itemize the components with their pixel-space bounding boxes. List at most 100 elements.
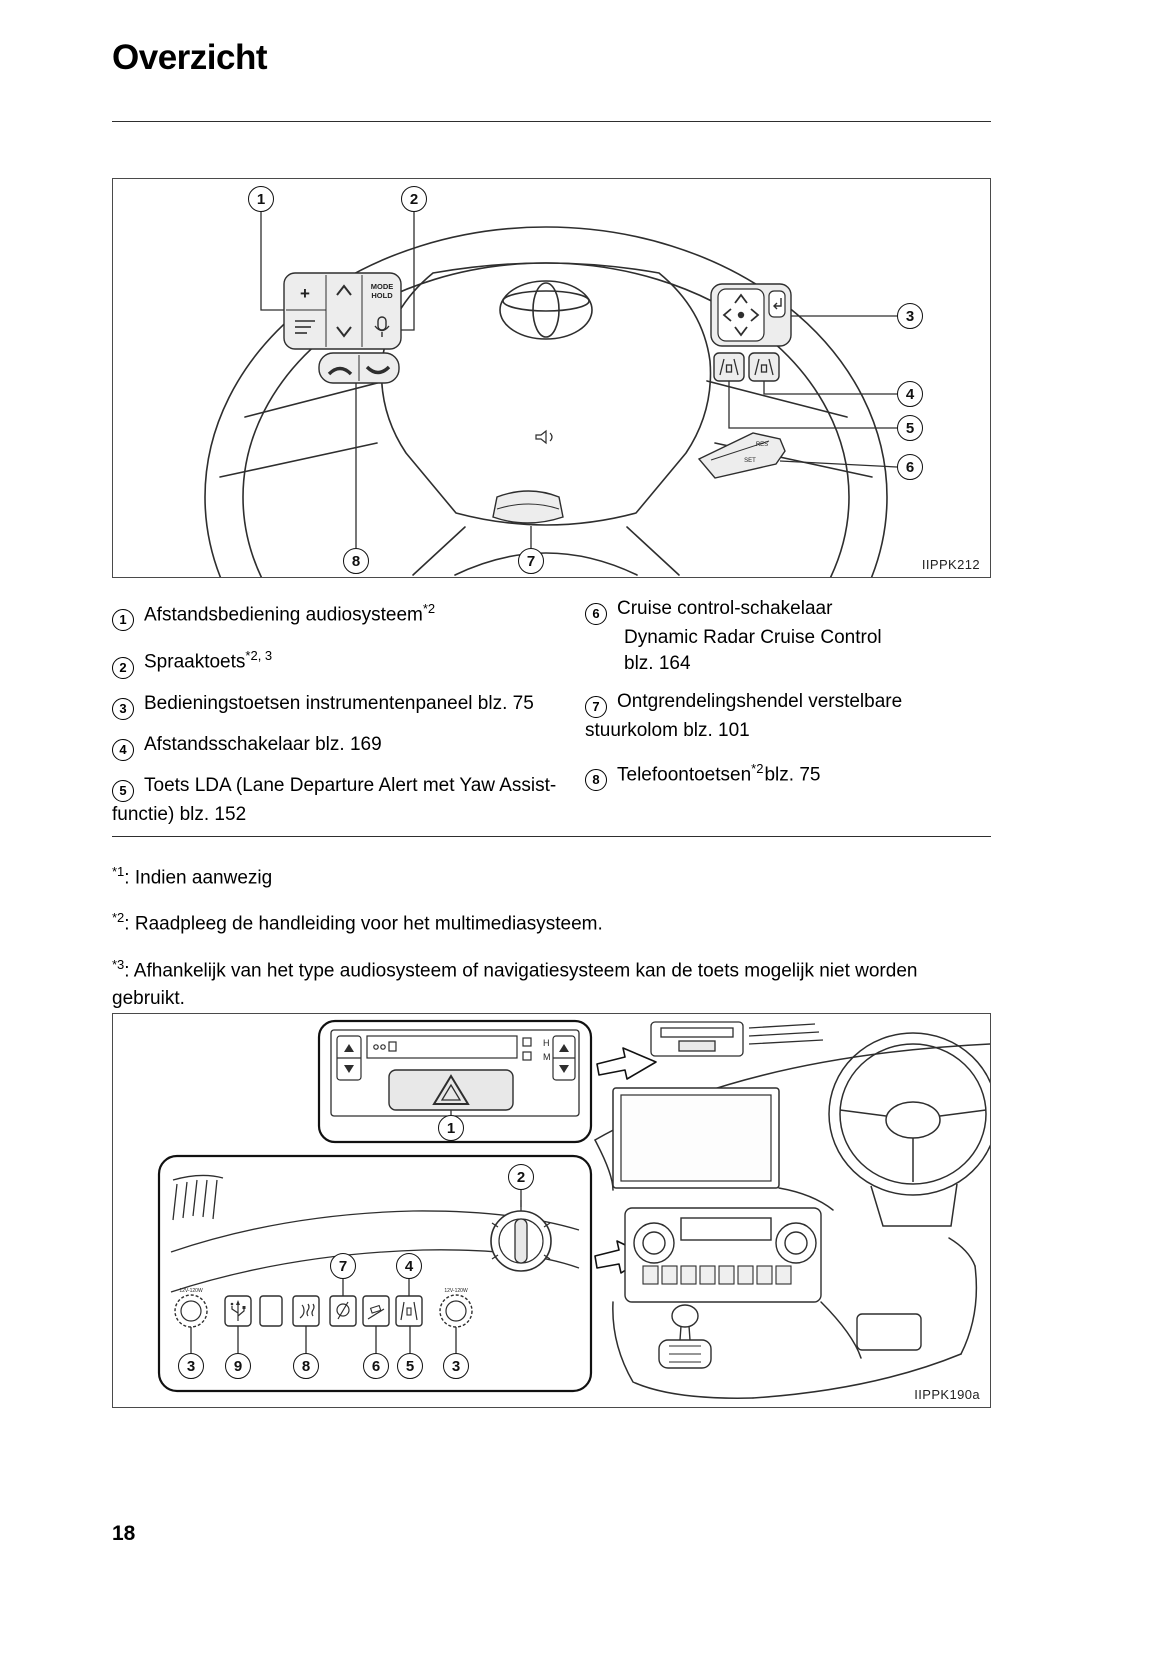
legend-text-line2: Dynamic Radar Cruise Control: [624, 627, 882, 648]
legend-number: 4: [112, 738, 134, 761]
switch-7-icon: [329, 1295, 357, 1327]
callout-7: 7: [518, 548, 544, 574]
volume-plus-label: +: [300, 284, 310, 303]
footnote-2: *2: Raadpleeg de handleiding voor het mu…: [112, 904, 991, 938]
legend-number: 2: [112, 656, 134, 679]
set-label: SET: [744, 458, 756, 464]
legend-number: 6: [585, 603, 607, 625]
heater-switch-icon: [292, 1295, 320, 1327]
dashboard-diagram: H M: [157, 1019, 990, 1399]
callout-7: 7: [330, 1253, 356, 1279]
legend-number: 7: [585, 696, 607, 718]
callout-3: 3: [897, 303, 923, 329]
arrow-down-icon: [559, 1065, 569, 1073]
phone-buttons: [318, 352, 400, 384]
callout-6: 6: [363, 1353, 389, 1379]
steering-column-lever: [492, 490, 564, 524]
callout-8: 8: [343, 548, 369, 574]
title-rule: [112, 121, 991, 122]
chevron-down-icon: [336, 326, 352, 338]
callout-4: 4: [396, 1253, 422, 1279]
chevron-up-icon: [336, 284, 352, 296]
callout-5: 5: [397, 1353, 423, 1379]
callout-5: 5: [897, 415, 923, 441]
figure-steering-wheel: + MODE HOLD: [112, 178, 991, 578]
usb-port-icon: [224, 1295, 252, 1327]
lda-icon: [754, 358, 760, 376]
socket-label: 12V-120W: [179, 1288, 203, 1294]
arrow-up-icon: [344, 1044, 354, 1052]
legend-number: 8: [585, 769, 607, 792]
hazard-panel-inset: H M: [317, 1019, 593, 1144]
footnote-text: : Indien aanwezig: [124, 867, 273, 889]
legend-text: Telefoontoetsen: [617, 764, 752, 786]
footnote-text: : Afhankelijk van het type audiosysteem …: [112, 959, 918, 1009]
footnote-3: *3: Afhankelijk van het type audiosystee…: [112, 951, 991, 1013]
dpad-right-icon: [750, 308, 760, 322]
list-icon: [295, 320, 315, 334]
footnotes: *1: Indien aanwezig *2: Raadpleeg de han…: [112, 858, 991, 1025]
footnote-sup: *2: [112, 910, 125, 926]
callout-2: 2: [508, 1164, 534, 1190]
dashboard-steering-wheel: [828, 1032, 990, 1227]
footnote-sup: *3: [112, 956, 125, 972]
legend-text: Toets LDA (Lane Departure Alert met Yaw …: [112, 774, 557, 825]
callout-leader-lines: [260, 212, 898, 548]
hold-label: HOLD: [371, 291, 393, 300]
figure-code: IIPPK212: [921, 557, 980, 572]
zoom-arrow-icons: [594, 1047, 657, 1274]
legend-number: 5: [112, 779, 134, 802]
legend-text-post: blz. 75: [764, 764, 821, 786]
mode-label: MODE: [371, 282, 394, 291]
call-answer-icon: [327, 366, 353, 376]
call-end-icon: [365, 365, 391, 375]
lane-switch-icon: [395, 1295, 423, 1327]
callout-8: 8: [293, 1353, 319, 1379]
meter-switch-buttons: [713, 352, 780, 382]
legend-text-line3: blz. 164: [624, 653, 691, 674]
page-title: Overzicht: [112, 38, 268, 77]
legend-text: Afstandsbediening audiosysteem: [144, 604, 423, 626]
callout-6: 6: [897, 454, 923, 480]
voice-command-icon: [374, 316, 390, 337]
legend-column-right: 6 Cruise control-schakelaar Dynamic Radar…: [585, 596, 991, 840]
dpad-left-icon: [722, 308, 732, 322]
steering-wheel-diagram: + MODE HOLD: [204, 212, 898, 577]
instrument-panel-buttons: [710, 283, 792, 347]
hazard-panel-location: [650, 1021, 824, 1057]
four-wheel-drive-knob: [490, 1200, 552, 1272]
legend-text: Cruise control-schakelaar: [617, 598, 833, 619]
power-socket-icon: 12V-120W: [439, 1288, 473, 1328]
cruise-control-stalk: RES SET: [697, 432, 786, 479]
hazard-button-icon: [388, 1069, 514, 1111]
callout-3b: 3: [443, 1353, 469, 1379]
arrow-up-icon: [559, 1044, 569, 1052]
minute-label: M: [543, 1052, 551, 1062]
figure-dashboard: H M: [112, 1013, 991, 1408]
callout-1: 1: [248, 186, 274, 212]
power-socket-icon: 12V-120W: [174, 1288, 208, 1328]
footnote-sup: *1: [112, 864, 125, 879]
callout-3: 3: [178, 1353, 204, 1379]
horn-icon: [535, 429, 553, 445]
figure-code: IIPPK190a: [914, 1387, 980, 1402]
gear-shifter: [658, 1304, 712, 1369]
arrow-down-icon: [344, 1065, 354, 1073]
back-arrow-icon: [773, 298, 782, 310]
legend-text: Bedieningstoetsen instrumentenpaneel blz…: [144, 692, 534, 714]
toyota-logo-icon: [499, 280, 593, 340]
callout-2: 2: [401, 186, 427, 212]
hour-label: H: [543, 1038, 550, 1048]
legend-sup: *2: [422, 601, 436, 616]
car-icon: [725, 364, 733, 373]
legend-text: Spraaktoets: [144, 651, 246, 673]
page-number: 18: [112, 1522, 136, 1545]
audio-remote-buttons: + MODE HOLD: [283, 272, 402, 350]
